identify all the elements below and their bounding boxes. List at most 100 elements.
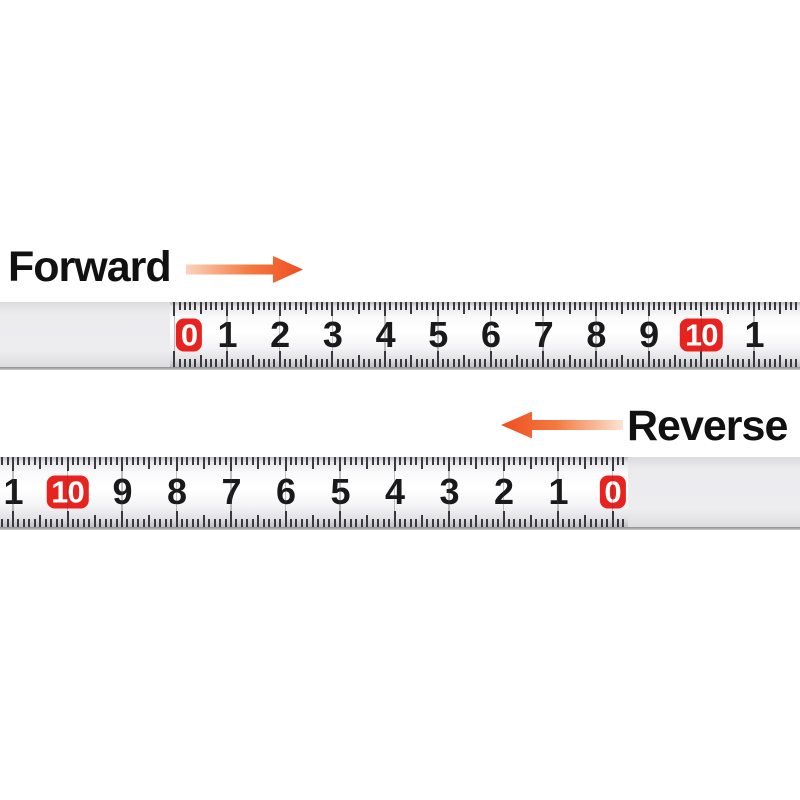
ruler-tick xyxy=(737,302,740,310)
ruler-tick xyxy=(637,302,640,310)
ruler-tick xyxy=(213,457,216,465)
ruler-tick xyxy=(17,457,20,465)
ruler-tick xyxy=(505,302,508,310)
ruler-tick xyxy=(299,302,302,310)
ruler-tick xyxy=(584,359,587,367)
ruler-tick xyxy=(300,457,303,465)
forward-tape-blank-section xyxy=(0,302,170,367)
ruler-tick xyxy=(436,351,439,367)
ruler-tick xyxy=(426,519,429,527)
ruler-tick xyxy=(611,457,614,471)
ruler-tick xyxy=(726,302,729,314)
ruler-tick xyxy=(679,302,682,310)
ruler-tick xyxy=(241,359,244,367)
ruler-unit-line xyxy=(284,457,287,527)
ruler-tick xyxy=(382,519,385,527)
ruler-tick xyxy=(273,457,276,465)
ruler-tick xyxy=(240,519,243,527)
ruler-tick xyxy=(371,519,374,527)
ruler-tick xyxy=(486,519,489,527)
ruler-tick xyxy=(568,355,571,367)
ruler-tick xyxy=(360,519,363,527)
ruler-tick xyxy=(415,302,418,310)
ruler-tick xyxy=(240,457,243,465)
ruler-tick xyxy=(536,359,539,367)
ruler-tick xyxy=(33,457,36,465)
ruler-unit-line xyxy=(647,302,650,367)
ruler-tick xyxy=(295,457,298,465)
ruler-tick xyxy=(110,457,113,465)
ruler-tick xyxy=(551,519,554,527)
ruler-tick xyxy=(652,359,655,367)
ruler-tick xyxy=(491,519,494,527)
ruler-tick xyxy=(579,359,582,367)
ruler-tick xyxy=(595,519,598,527)
ruler-tick xyxy=(178,359,181,367)
ruler-tick xyxy=(39,515,42,527)
ruler-tick xyxy=(420,302,423,310)
ruler-tick xyxy=(373,359,376,367)
ruler-tick xyxy=(658,359,661,367)
ruler-tick xyxy=(689,359,692,367)
ruler-tick xyxy=(551,457,554,465)
ruler-tick xyxy=(399,302,402,310)
ruler-tick xyxy=(246,457,249,465)
ruler-tick xyxy=(93,515,96,527)
ruler-number: 4 xyxy=(375,314,396,355)
ruler-tick xyxy=(415,359,418,367)
ruler-tick xyxy=(426,302,429,310)
ruler-tick xyxy=(197,457,200,465)
ruler-tick xyxy=(305,302,308,314)
ruler-tick xyxy=(352,302,355,310)
ruler-tick xyxy=(306,457,309,465)
ruler-number: 9 xyxy=(112,471,132,512)
ruler-tick xyxy=(284,511,287,527)
ruler-tick xyxy=(208,519,211,527)
ruler-tick xyxy=(480,519,483,527)
ruler-tick xyxy=(410,355,413,367)
ruler-tick xyxy=(489,302,492,316)
ruler-tick xyxy=(320,302,323,310)
ruler-tick xyxy=(448,457,450,471)
ruler-tick xyxy=(695,359,698,367)
ruler-tick xyxy=(540,457,543,465)
ruler-tick xyxy=(578,457,581,465)
ruler-tick xyxy=(199,355,202,367)
ruler-unit-line xyxy=(331,302,334,367)
ruler-unit-line xyxy=(393,457,396,527)
ruler-tick xyxy=(352,359,355,367)
ruler-tick xyxy=(131,519,134,527)
forward-label: Forward xyxy=(8,243,172,291)
ruler-tick xyxy=(652,302,655,310)
ruler-tick xyxy=(600,359,603,367)
ruler-tick xyxy=(606,519,609,527)
ruler-number-highlight: 0 xyxy=(599,475,626,509)
ruler-tick xyxy=(478,302,481,310)
ruler-tick xyxy=(377,519,380,527)
ruler-tick xyxy=(236,302,239,310)
ruler-tick xyxy=(542,302,545,316)
ruler-tick xyxy=(615,302,618,310)
ruler-tick xyxy=(164,519,167,527)
ruler-tick xyxy=(673,355,676,367)
ruler-tick xyxy=(484,359,487,367)
ruler-tick xyxy=(478,359,481,367)
ruler-tick xyxy=(531,302,534,310)
ruler-tick xyxy=(515,355,518,367)
ruler-tick xyxy=(515,302,518,314)
ruler-tick xyxy=(469,457,472,465)
ruler-tick xyxy=(393,511,396,527)
ruler-tick xyxy=(208,457,211,465)
ruler-tick xyxy=(453,457,456,465)
ruler-tick xyxy=(710,359,713,367)
ruler-tick xyxy=(183,302,186,310)
ruler-tick xyxy=(426,457,429,465)
ruler-tick xyxy=(431,457,434,465)
ruler-tick xyxy=(409,519,412,527)
ruler-unit-line xyxy=(611,457,614,527)
ruler-tick xyxy=(197,519,200,527)
ruler-tick xyxy=(393,457,396,471)
ruler-tick xyxy=(753,302,755,316)
ruler-tick xyxy=(795,302,798,310)
